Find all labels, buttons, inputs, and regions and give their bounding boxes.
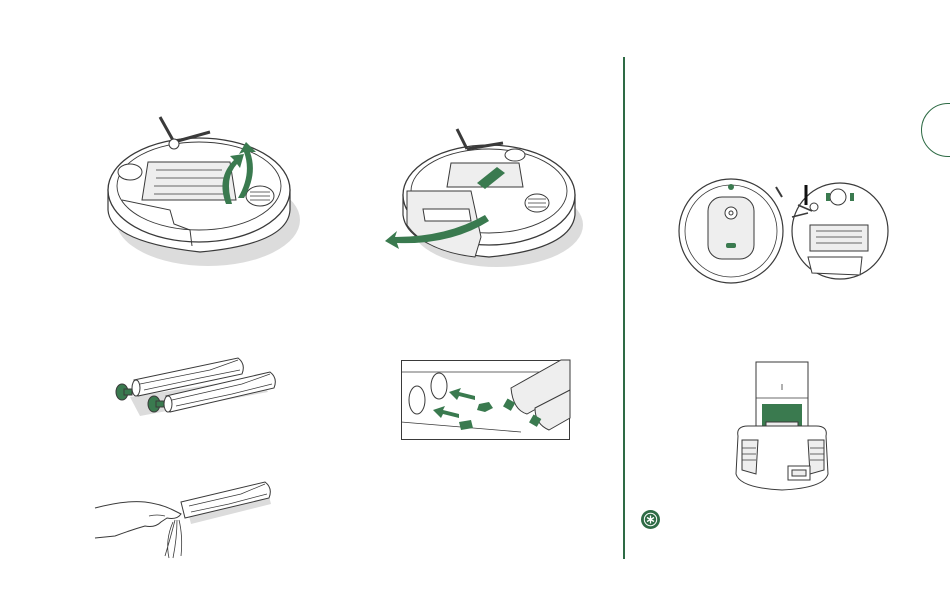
page-tab [921, 103, 950, 157]
figure-roller-pin-closeup [401, 360, 570, 440]
figure-extractor-rollers [110, 352, 285, 422]
figure-robot-top-bottom [678, 175, 898, 290]
figure-clean-base-dock [728, 362, 838, 492]
figure-robot-brush-frame-open [100, 112, 305, 272]
asterisk-icon [641, 510, 660, 529]
figure-robot-bin-removed [385, 125, 585, 270]
column-divider [623, 57, 625, 559]
figure-hand-clean-roller [95, 480, 275, 560]
